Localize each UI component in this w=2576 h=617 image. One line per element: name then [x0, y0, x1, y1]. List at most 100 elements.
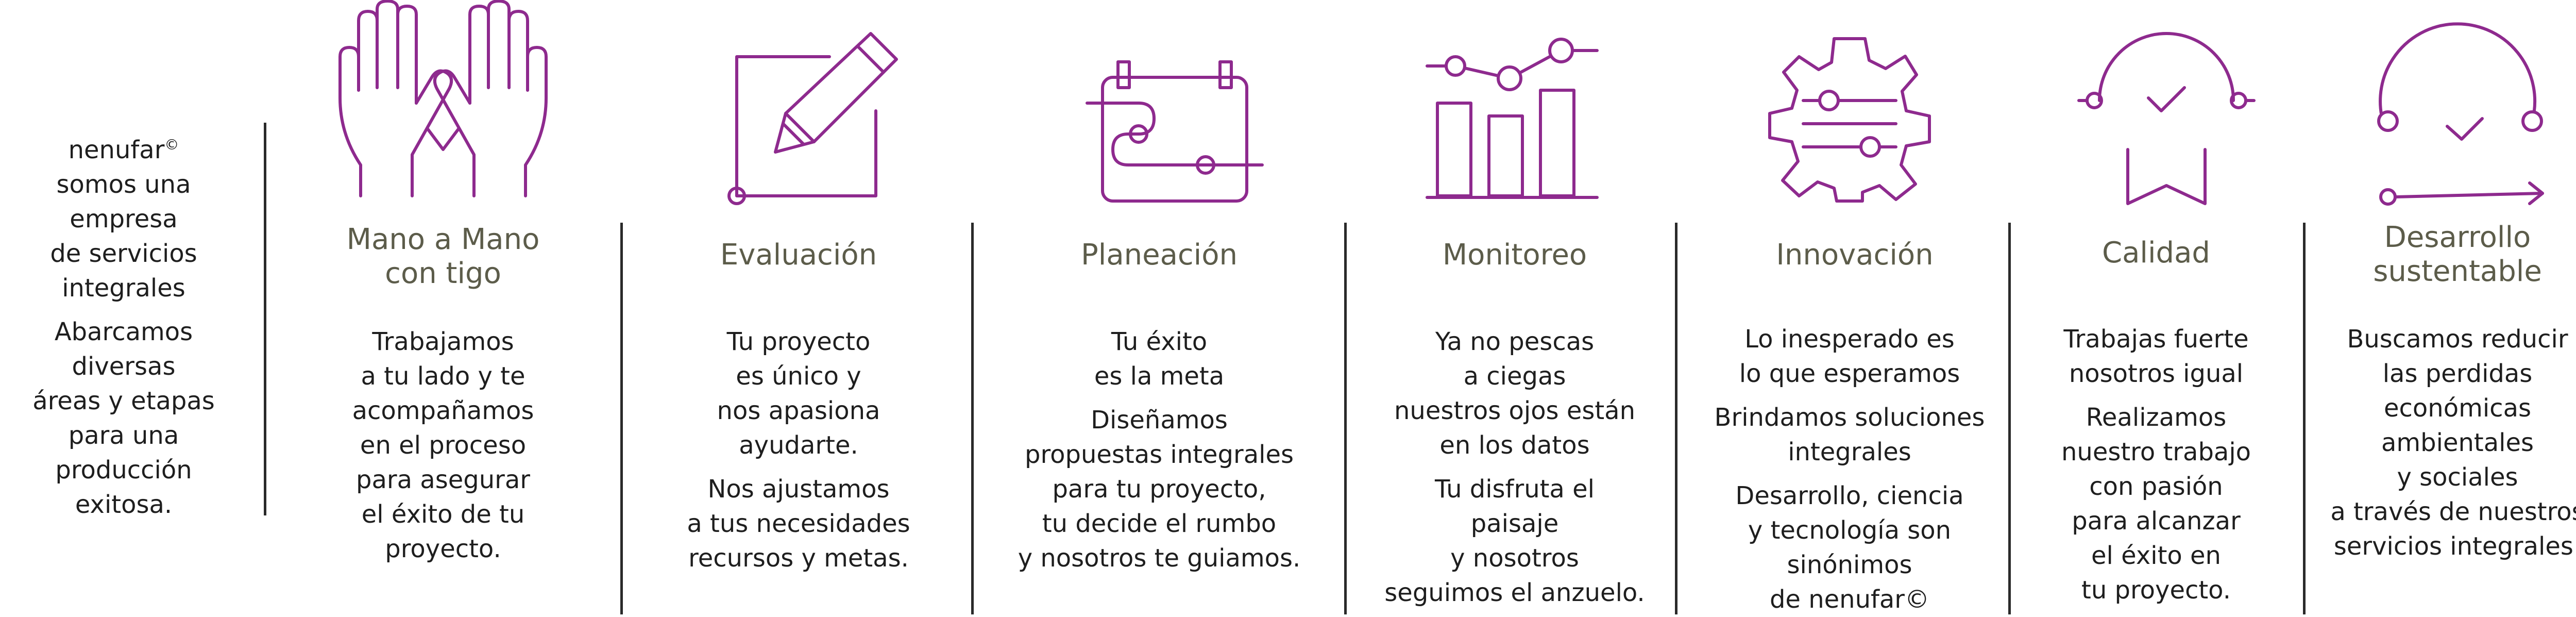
body-line: Desarrollo, ciencia — [1735, 481, 1964, 510]
body-line: para asegurar — [355, 465, 530, 494]
body-line: el éxito de tu — [361, 500, 525, 529]
title-line: Calidad — [2102, 236, 2210, 270]
body-line: Lo inesperado es — [1744, 325, 1955, 354]
body-line: a través de nuestros — [2330, 497, 2576, 526]
body-line: en el proceso — [360, 431, 527, 460]
divider — [2008, 223, 2011, 614]
body-line: nuestro trabajo — [2061, 438, 2251, 466]
body-paragraph: Buscamos reducir las perdidas económicas… — [2308, 322, 2576, 564]
quality-badge-icon — [2077, 28, 2256, 206]
body-line: propuestas integrales — [1024, 440, 1294, 469]
body-line: seguimos el anzuelo. — [1384, 578, 1645, 607]
body-line: nosotros igual — [2069, 359, 2244, 388]
body-line: Tu disfruta el — [1435, 475, 1595, 504]
column-title-evaluacion: Evaluación — [649, 238, 948, 272]
body-line: Nos ajustamos — [707, 475, 890, 504]
body-line: y sociales — [2397, 463, 2518, 492]
body-line: es único y — [736, 362, 861, 391]
title-line: con tigo — [385, 257, 501, 290]
column-body-mano-a-mano: Trabajamos a tu lado y te acompañamos en… — [299, 325, 587, 566]
body-line: sinónimos — [1787, 551, 1912, 579]
body-line: económicas — [2384, 394, 2531, 423]
intro-paragraph-b: Abarcamos diversas áreas y etapas para u… — [21, 315, 227, 522]
divider — [971, 223, 974, 614]
body-line: en los datos — [1439, 431, 1590, 460]
body-line: el éxito en — [2091, 541, 2221, 570]
body-line: Buscamos reducir — [2347, 325, 2568, 354]
intro-brand: nenufar — [68, 136, 165, 164]
body-paragraph: Realizamos nuestro trabajo con pasión pa… — [2014, 401, 2298, 608]
body-paragraph: Desarrollo, ciencia y tecnología son sin… — [1695, 479, 2004, 617]
title-line: Mano a Mano — [346, 223, 540, 256]
intro-line: Abarcamos — [54, 318, 193, 346]
body-line: tu proyecto. — [2081, 576, 2231, 605]
body-line: y tecnología son — [1748, 516, 1952, 545]
body-line: Diseñamos — [1091, 406, 1228, 435]
intro-line: de servicios — [50, 239, 197, 268]
divider — [1675, 223, 1677, 614]
divider — [1344, 223, 1347, 614]
body-line: Tu éxito — [1111, 327, 1208, 356]
body-line: paisaje — [1470, 509, 1559, 538]
body-paragraph: Nos ajustamos a tus necesidades recursos… — [649, 472, 948, 576]
intro-paragraph-a: somos una empresa de servicios integrale… — [21, 168, 227, 306]
body-line: nuestros ojos están — [1394, 396, 1636, 425]
intro-line: integrales — [62, 274, 185, 303]
intro-line: exitosa. — [75, 490, 173, 519]
cycle-check-icon — [2375, 22, 2550, 206]
body-line: Ya no pescas — [1435, 327, 1595, 356]
body-line: es la meta — [1094, 362, 1225, 391]
title-line: Planeación — [1080, 238, 1238, 272]
body-paragraph: Diseñamos propuestas integrales para tu … — [999, 403, 1319, 576]
intro-line: diversas — [72, 352, 176, 381]
title-line: sustentable — [2373, 255, 2542, 288]
body-line: para tu proyecto, — [1052, 475, 1266, 504]
body-paragraph: Tu éxito es la meta — [999, 325, 1319, 394]
column-title-monitoreo: Monitoreo — [1365, 238, 1664, 272]
body-line: proyecto. — [385, 535, 501, 563]
title-line: Monitoreo — [1442, 238, 1587, 272]
body-line: tu decide el rumbo — [1042, 509, 1277, 538]
body-line: a tus necesidades — [687, 509, 910, 538]
body-line: a ciegas — [1463, 362, 1566, 391]
body-line: Trabajas fuerte — [2063, 325, 2249, 354]
divider — [620, 223, 623, 614]
title-line: Innovación — [1776, 238, 1934, 272]
column-title-desarrollo-sustentable: Desarrollo sustentable — [2308, 221, 2576, 289]
body-paragraph: Ya no pescas a ciegas nuestros ojos está… — [1360, 325, 1669, 463]
bar-chart-trend-icon — [1426, 31, 1602, 201]
open-hands-icon — [330, 0, 556, 201]
body-line: y nosotros te guiamos. — [1018, 544, 1301, 573]
column-title-innovacion: Innovación — [1705, 238, 2004, 272]
body-paragraph: Tu proyecto es único y nos apasiona ayud… — [649, 325, 948, 463]
calendar-timeline-icon — [1082, 57, 1267, 206]
divider — [264, 123, 266, 515]
body-line: ambientales — [2381, 428, 2534, 457]
column-body-monitoreo: Ya no pescas a ciegas nuestros ojos está… — [1360, 325, 1669, 610]
column-title-planeacion: Planeación — [1010, 238, 1309, 272]
intro-line: producción — [55, 456, 192, 485]
column-body-calidad: Trabajas fuerte nosotros igual Realizamo… — [2014, 322, 2298, 608]
intro-text: nenufar© somos una empresa de servicios … — [21, 133, 227, 522]
intro-brand-line: nenufar© — [21, 133, 227, 168]
title-line: Desarrollo — [2384, 221, 2531, 254]
column-body-planeacion: Tu éxito es la meta Diseñamos propuestas… — [999, 325, 1319, 576]
body-line: de nenufar© — [1769, 585, 1930, 614]
body-line: Tu proyecto — [726, 327, 871, 356]
body-line: Realizamos — [2086, 403, 2227, 432]
body-line: nos apasiona — [717, 396, 880, 425]
body-line: recursos y metas. — [688, 544, 909, 573]
body-line: Trabajamos — [372, 327, 514, 356]
body-paragraph: Brindamos soluciones integrales — [1695, 401, 2004, 470]
body-paragraph: Tu disfruta el paisaje y nosotros seguim… — [1360, 472, 1669, 610]
gear-sliders-icon — [1762, 34, 1937, 204]
body-line: lo que esperamos — [1739, 359, 1960, 388]
column-body-desarrollo-sustentable: Buscamos reducir las perdidas económicas… — [2308, 322, 2576, 564]
intro-line: empresa — [70, 205, 178, 234]
intro-line: para una — [68, 421, 179, 450]
title-line: Evaluación — [720, 238, 877, 272]
column-body-evaluacion: Tu proyecto es único y nos apasiona ayud… — [649, 325, 948, 576]
pencil-edit-icon — [721, 28, 907, 206]
intro-line: áreas y etapas — [32, 387, 215, 415]
divider — [2303, 223, 2306, 614]
